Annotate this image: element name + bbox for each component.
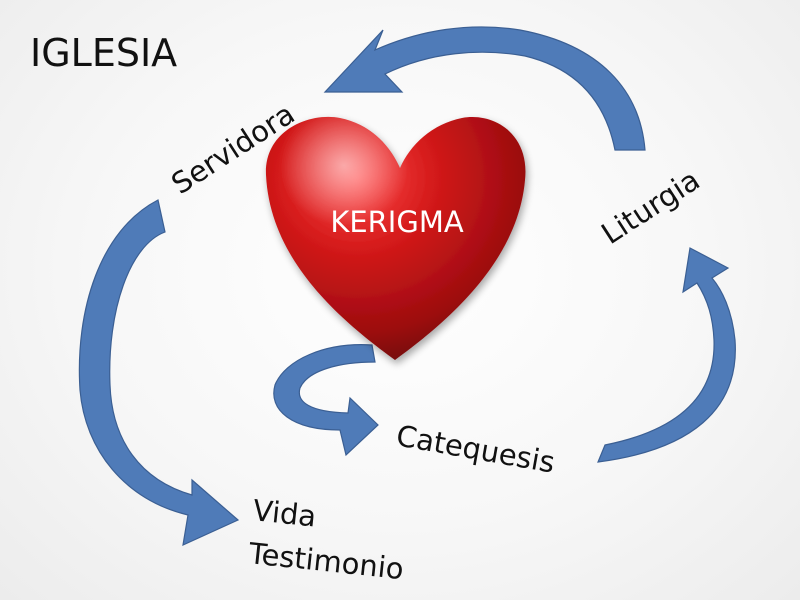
arrow-kerigma-to-catequesis [273, 344, 379, 457]
arrow-servidora-to-vida [78, 199, 240, 547]
center-kerigma: KERIGMA [330, 205, 464, 239]
label-catequesis: Catequesis [394, 418, 558, 479]
label-vida: Vida [251, 493, 318, 533]
label-liturgia: Liturgia [595, 163, 705, 251]
arrow-catequesis-to-liturgia [597, 247, 736, 463]
title-iglesia: IGLESIA [30, 31, 177, 75]
arrow-liturgia-to-servidora [323, 26, 646, 151]
label-testimonio: Testimonio [246, 536, 405, 586]
heart-shape [265, 116, 526, 360]
